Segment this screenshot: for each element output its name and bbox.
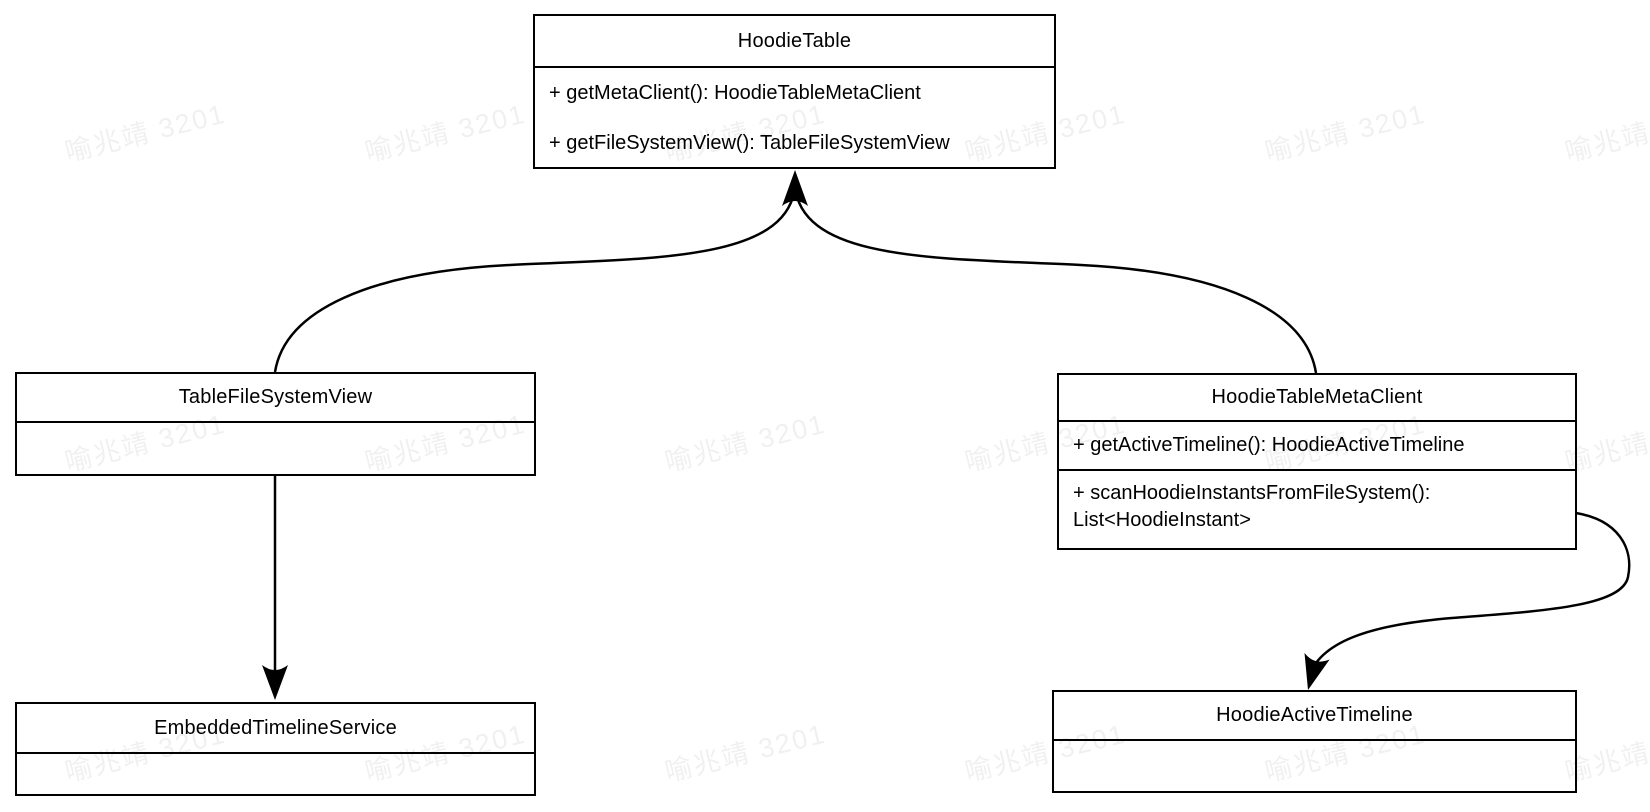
method-getactivetimeline: + getActiveTimeline(): HoodieActiveTimel… (1073, 434, 1465, 456)
class-title-hoodietablemetaclient: HoodieTableMetaClient (1059, 375, 1575, 422)
class-name-embeddedtimelineservice: EmbeddedTimelineService (154, 716, 397, 739)
class-box-hoodieactivetimeline: HoodieActiveTimeline (1052, 690, 1577, 793)
class-box-tablefilesystemview: TableFileSystemView (15, 372, 536, 476)
class-name-tablefilesystemview: TableFileSystemView (178, 386, 373, 408)
class-name-hoodieactivetimeline: HoodieActiveTimeline (1216, 704, 1413, 726)
arrowhead-up-hoodietable (782, 170, 808, 206)
class-name-hoodietable: HoodieTable (737, 29, 852, 52)
arrow-right-branch-to-hoodietable (793, 185, 1318, 374)
arrowhead-down-embeddedtimelineservice (262, 665, 288, 700)
class-title-embeddedtimelineservice: EmbeddedTimelineService (17, 704, 534, 754)
class-box-hoodietable: HoodieTable + getMetaClient(): HoodieTab… (533, 14, 1056, 169)
method-getfilesystemview: + getFileSystemView(): TableFileSystemVi… (549, 132, 950, 154)
class-title-tablefilesystemview: TableFileSystemView (17, 374, 534, 423)
empty-compartment-hoodieactivetimeline (1054, 741, 1575, 791)
class-name-hoodietablemetaclient: HoodieTableMetaClient (1211, 386, 1423, 408)
class-box-embeddedtimelineservice: EmbeddedTimelineService (15, 702, 536, 796)
arrowhead-down-activetimeline (1304, 652, 1330, 690)
method-getmetaclient: + getMetaClient(): HoodieTableMetaClient (549, 82, 921, 104)
class-title-hoodieactivetimeline: HoodieActiveTimeline (1054, 692, 1575, 741)
method-compartment-getactivetimeline: + getActiveTimeline(): HoodieActiveTimel… (1059, 422, 1575, 471)
method-compartment-scanhoodieinstants: + scanHoodieInstantsFromFileSystem(): Li… (1059, 471, 1575, 546)
class-box-hoodietablemetaclient: HoodieTableMetaClient + getActiveTimelin… (1057, 373, 1577, 550)
empty-compartment-embeddedtimelineservice (17, 754, 534, 794)
methods-hoodietable: + getMetaClient(): HoodieTableMetaClient… (535, 68, 1054, 168)
method-scanhoodieinstantsfromfilesystem: + scanHoodieInstantsFromFileSystem(): Li… (1073, 482, 1431, 531)
class-title-hoodietable: HoodieTable (535, 16, 1054, 68)
empty-compartment-tablefilesystemview (17, 423, 534, 474)
arrow-metaclient-to-activetimeline (1306, 511, 1631, 679)
arrow-left-branch-to-hoodietable (273, 185, 797, 373)
